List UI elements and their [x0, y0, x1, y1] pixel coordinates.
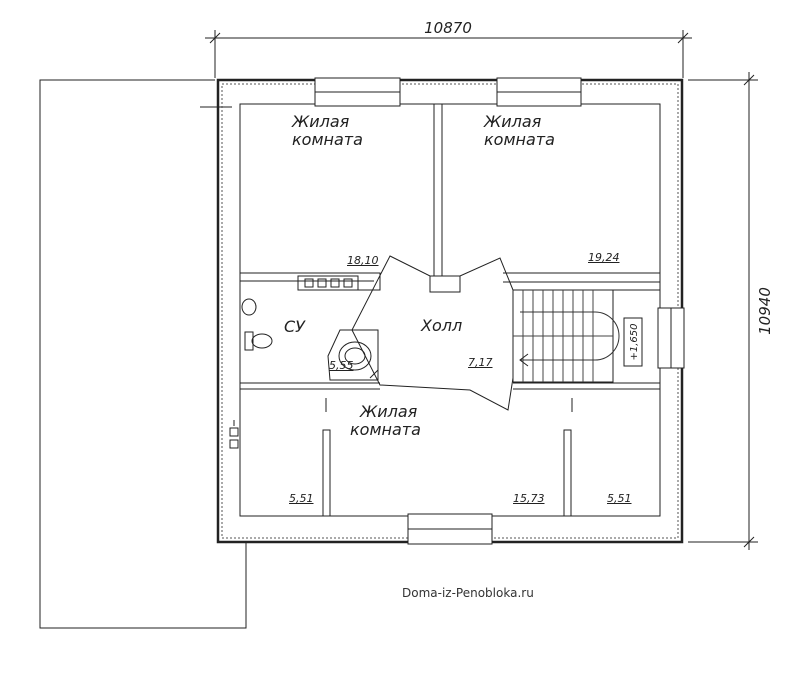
room-bath-area: 5,55 [329, 359, 354, 372]
room-hall-name: Холл [421, 316, 463, 335]
room-closet-right-area: 5,51 [607, 492, 632, 505]
room-living-3-name: Жилая комната [350, 402, 421, 440]
room-living-1-area: 18,10 [347, 254, 379, 267]
level-mark: +1,650 [629, 323, 640, 360]
room-living-3-line1: Жилая [360, 402, 418, 421]
room-living-2-line1: Жилая [484, 112, 542, 131]
room-hall-area: 7,17 [468, 356, 493, 369]
site-credit: Doma-iz-Penobloka.ru [402, 586, 534, 600]
room-living-3-area: 15,73 [513, 492, 545, 505]
room-bath-name: СУ [284, 317, 305, 336]
outer-wall-inner [239, 103, 661, 517]
outer-wall-outer [216, 78, 684, 544]
room-living-2-name: Жилая комната [484, 112, 555, 150]
room-living-1-line1: Жилая [292, 112, 350, 131]
room-living-2-line2: комната [484, 130, 555, 150]
height-dimension: 10940 [756, 287, 774, 335]
roof-outline [39, 79, 247, 629]
room-living-1-name: Жилая комната [292, 112, 363, 150]
width-dimension: 10870 [424, 19, 472, 37]
room-living-2-area: 19,24 [588, 251, 620, 264]
room-living-3-line2: комната [350, 420, 421, 440]
room-living-1-line2: комната [292, 130, 363, 150]
room-closet-left-area: 5,51 [289, 492, 314, 505]
